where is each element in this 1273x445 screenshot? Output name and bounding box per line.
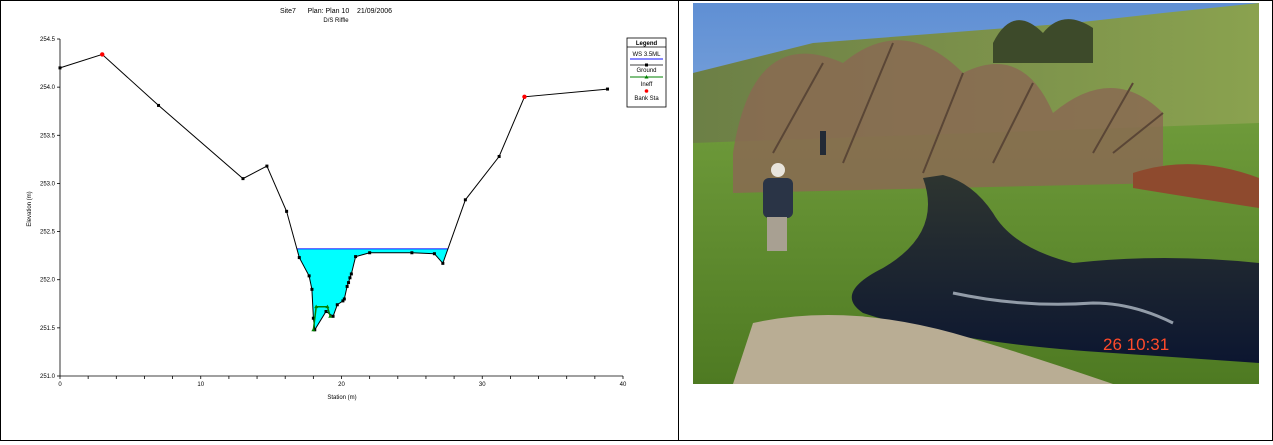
- y-tick-label: 251.5: [40, 326, 56, 332]
- cross-section-chart: Site7 Plan: Plan 10 21/09/2006 D/S Riffl…: [27, 8, 667, 401]
- ground-point: [441, 261, 445, 265]
- ground-point: [297, 256, 301, 260]
- legend-title: Legend: [636, 41, 658, 47]
- legend-marker-ground: [645, 63, 648, 67]
- ground-point: [345, 284, 349, 288]
- legend-marker-bank: [644, 89, 649, 93]
- ground-point: [335, 303, 339, 307]
- ground-point: [348, 276, 352, 280]
- chart-panel: Site7 Plan: Plan 10 21/09/2006 D/S Riffl…: [0, 0, 679, 441]
- legend-box: [626, 37, 667, 108]
- chart-subtitle: D/S Riffle: [323, 18, 349, 24]
- willow-branches: [772, 42, 1164, 174]
- ground-point: [497, 154, 501, 158]
- x-tick-label: 20: [338, 382, 345, 388]
- ground-point: [410, 251, 414, 255]
- ineff-point: [328, 314, 333, 318]
- ineff-point: [311, 327, 316, 332]
- person-legs: [767, 217, 787, 251]
- legend-label-ws: WS 3.5ML: [632, 52, 661, 58]
- willow-trees: [733, 40, 1163, 193]
- chart-title: Site7 Plan: Plan 10 21/09/2006: [280, 8, 392, 15]
- ground-point: [341, 299, 345, 303]
- ground-point: [349, 272, 353, 276]
- x-tick-label: 10: [197, 382, 204, 388]
- legend-label-ineff: Ineff: [641, 82, 653, 88]
- ground-point: [368, 251, 372, 255]
- water-fill: [296, 248, 448, 330]
- ground-point: [310, 287, 314, 291]
- y-tick-label: 252.0: [40, 278, 56, 284]
- ground-point: [324, 309, 328, 313]
- ground-point: [307, 274, 311, 278]
- person-body: [763, 178, 793, 218]
- legend: Legend WS 3.5ML Ground Ineff Bank Sta: [626, 37, 667, 108]
- legend-label-bank: Bank Sta: [634, 96, 659, 102]
- y-tick-label: 252.5: [40, 230, 56, 236]
- ineff-point: [325, 304, 330, 309]
- legend-marker-ineff: [644, 75, 649, 79]
- ground-point: [265, 164, 269, 168]
- ground-point: [157, 103, 161, 107]
- ground-point: [241, 177, 245, 181]
- bank-station-point: [100, 52, 105, 57]
- ineff-point: [314, 304, 319, 309]
- y-axis-label: Elevation (m): [27, 191, 33, 226]
- far-trees: [993, 19, 1093, 63]
- riffle: [952, 291, 1174, 325]
- ground-point: [58, 66, 62, 70]
- ineff-line: [312, 305, 331, 330]
- y-tick-label: 254.0: [40, 85, 56, 91]
- bank-station-point: [522, 94, 527, 99]
- y-tick-label: 253.5: [40, 133, 56, 139]
- ground-point: [342, 297, 346, 301]
- photo-date-stamp: 26 10:31: [1103, 335, 1169, 354]
- ground-point: [432, 252, 436, 256]
- gravel-bank: [733, 315, 1113, 384]
- ground-point: [354, 255, 358, 259]
- x-tick-label: 40: [620, 382, 627, 388]
- x-tick-label: 0: [58, 382, 62, 388]
- y-tick-label: 251.0: [40, 374, 56, 380]
- x-axis-label: Station (m): [327, 395, 356, 401]
- x-tick-label: 30: [479, 382, 486, 388]
- ground-point: [606, 87, 610, 91]
- ground-point: [463, 198, 467, 202]
- ground-point: [311, 316, 315, 320]
- person-head: [771, 163, 785, 177]
- reddish-shrubs: [1133, 164, 1259, 208]
- plot-area: 251.0 251.5 252.0 252.5 253.0 253.5 254.0 254.5…: [40, 37, 627, 388]
- ground-point: [285, 209, 289, 213]
- ground-point: [331, 314, 335, 318]
- ground-point: [313, 328, 317, 332]
- distant-person: [820, 131, 826, 155]
- photo-panel: 26 10:31: [678, 0, 1273, 441]
- person: [763, 163, 793, 251]
- y-tick-label: 253.0: [40, 181, 56, 187]
- y-tick-label: 254.5: [40, 37, 56, 43]
- legend-label-ground: Ground: [636, 68, 656, 74]
- river-photo: 26 10:31: [693, 3, 1259, 384]
- ground-point: [347, 281, 351, 285]
